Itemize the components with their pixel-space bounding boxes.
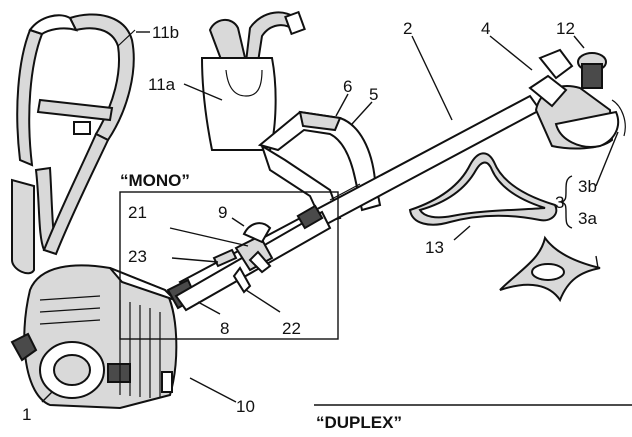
duplex-title: “DUPLEX” <box>316 413 402 432</box>
trimmer-head-3b <box>611 99 626 137</box>
callout-3a: 3a <box>578 209 597 228</box>
callout-4: 4 <box>481 19 490 38</box>
leader-lines <box>41 31 632 406</box>
control-handle <box>166 204 332 312</box>
callout-11b: 11b <box>152 23 179 42</box>
gear-guard <box>528 48 620 150</box>
callout-1: 1 <box>22 405 31 424</box>
callout-13: 13 <box>425 238 444 257</box>
callout-3: 3 <box>555 193 564 212</box>
callout-2: 2 <box>403 19 412 38</box>
handle-loop <box>257 110 382 224</box>
callout-23: 23 <box>128 247 147 266</box>
callout-11a: 11a <box>148 75 176 94</box>
callout-9: 9 <box>218 203 227 222</box>
callout-12: 12 <box>556 19 575 38</box>
engine <box>10 264 178 410</box>
shoulder-pad-11a <box>200 10 306 151</box>
callout-21: 21 <box>128 203 147 222</box>
mono-title: “MONO” <box>120 171 190 190</box>
harness-11b <box>11 13 136 275</box>
callout-5: 5 <box>369 85 378 104</box>
mono-detail-box <box>119 191 339 340</box>
callout-8: 8 <box>220 319 229 338</box>
blade-3a <box>499 235 601 303</box>
callout-6: 6 <box>343 77 352 96</box>
callout-3b: 3b <box>578 177 597 196</box>
callout-22: 22 <box>282 319 301 338</box>
callout-labels: 11b 11a 6 5 2 4 12 3 3b 3a 13 “MONO” 21 … <box>22 19 597 432</box>
callout-10: 10 <box>236 397 255 416</box>
guard-13 <box>408 152 558 226</box>
